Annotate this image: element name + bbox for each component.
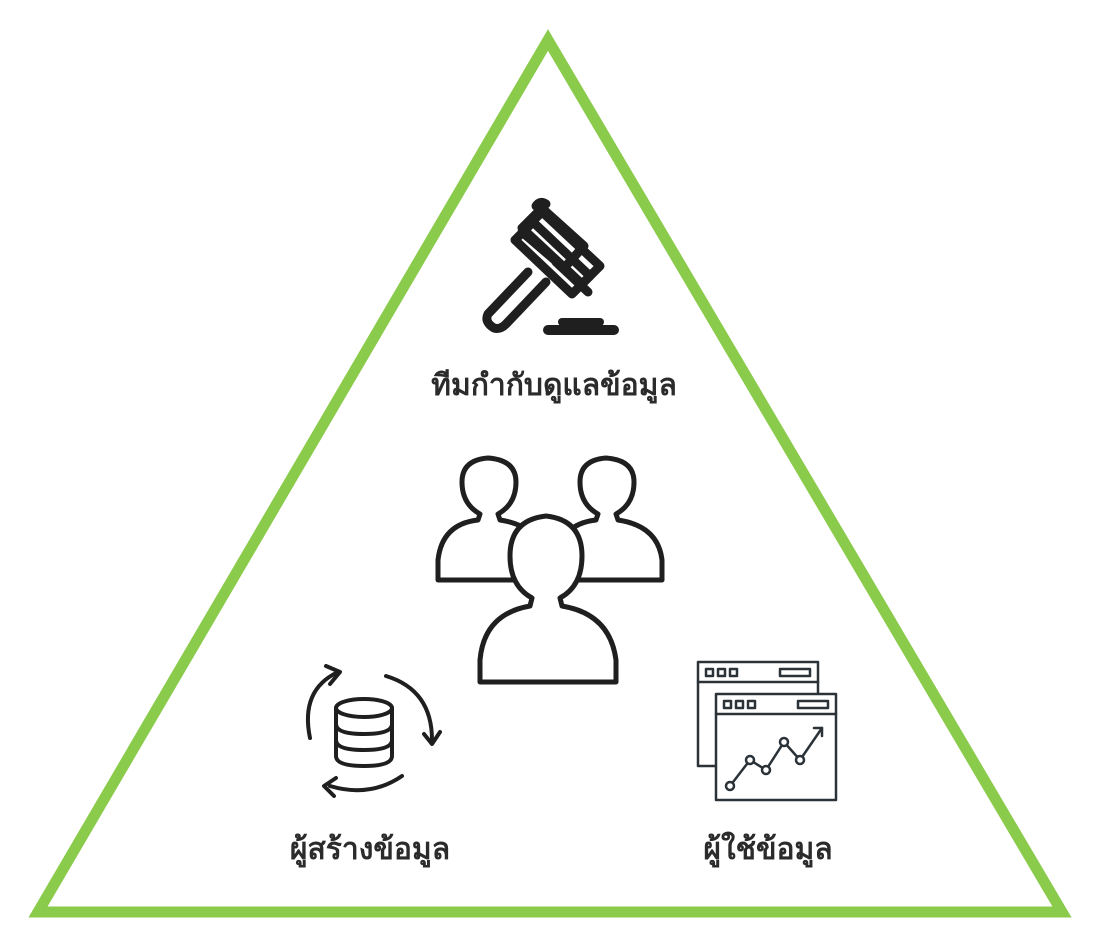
- triangle-outline: [28, 29, 1072, 918]
- data-consumer-label: ผู้ใช้ข้อมูล: [703, 832, 833, 867]
- data-producer-label: ผู้สร้างข้อมูล: [289, 832, 451, 867]
- people-group-icon: [435, 455, 665, 685]
- database-sync-icon: [305, 664, 442, 798]
- analytics-dashboard-icon: [696, 660, 838, 802]
- governance-team-label: ทีมกำกับดูแลข้อมูล: [431, 368, 677, 403]
- gavel-icon: [482, 197, 619, 335]
